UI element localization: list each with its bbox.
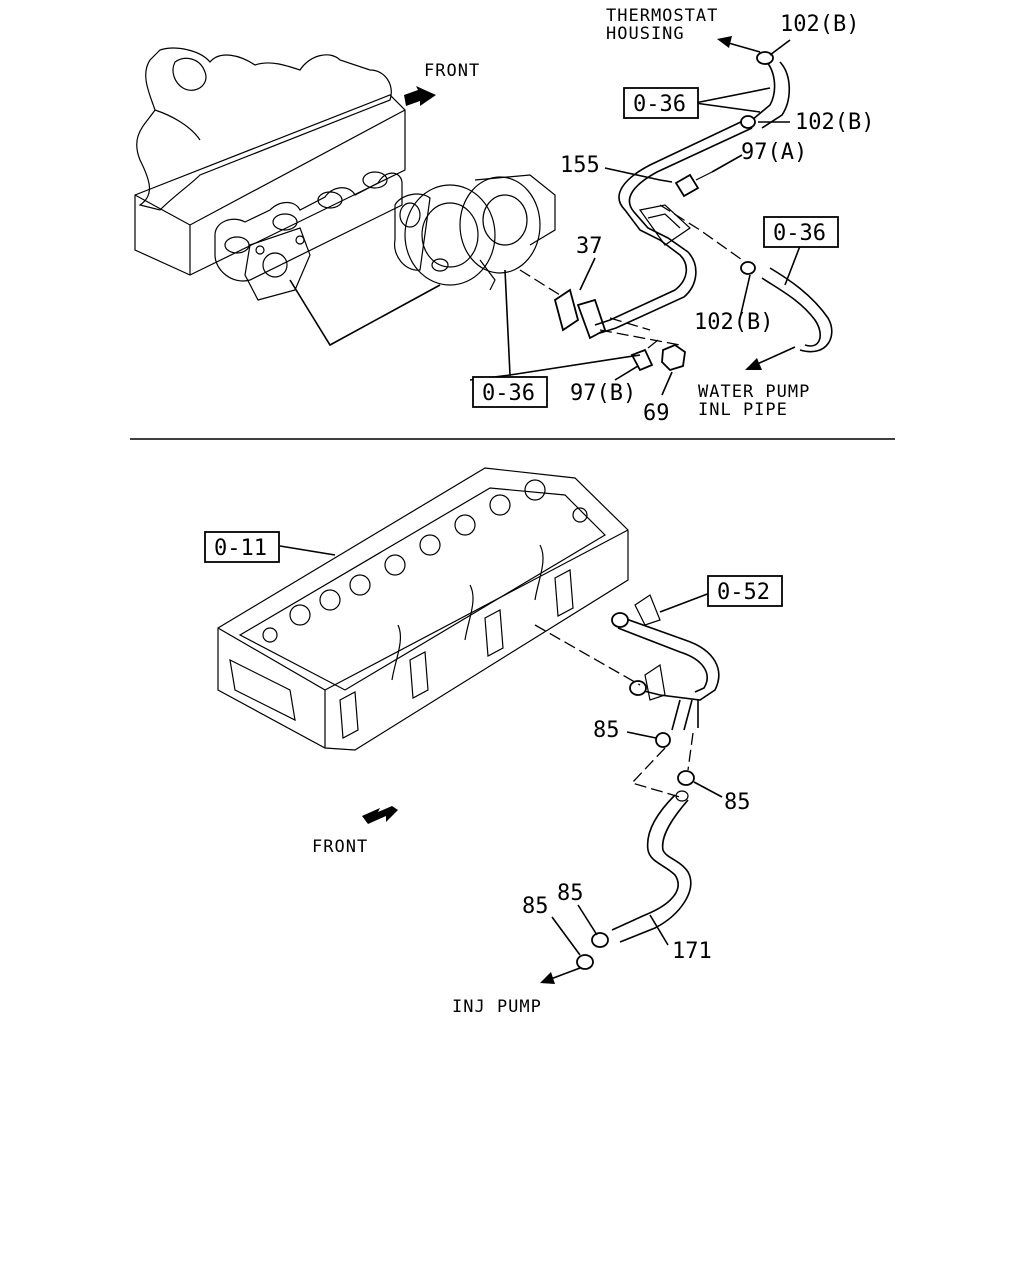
part-label-85-1: 85: [593, 718, 620, 743]
nut-69: [661, 343, 686, 372]
ref-box-052[interactable]: [707, 575, 783, 607]
clamp-85-c: [591, 932, 609, 948]
arrow-icon-bottom: [362, 806, 398, 824]
hose-lower: [761, 267, 833, 353]
ref-box-036-b[interactable]: [763, 216, 839, 248]
engine-block-top: [134, 47, 406, 301]
clamp-85-d: [576, 954, 594, 970]
clamp-102b-lower: [740, 261, 756, 275]
part-label-85-3: 85: [557, 881, 584, 906]
water-pump-line2: INL PIPE: [698, 400, 788, 420]
part-label-97a: 97(A): [741, 140, 807, 165]
cylinder-head: [217, 467, 629, 751]
part-label-37: 37: [576, 234, 603, 259]
part-label-102b-2: 102(B): [795, 110, 874, 135]
thermostat-housing-line1: THERMOSTAT: [606, 6, 718, 26]
bolt-97a: [674, 171, 713, 198]
part-label-155: 155: [560, 153, 600, 178]
ref-label-052[interactable]: 0-52: [717, 580, 770, 605]
arrow-down-left-icon-bottom: [540, 967, 581, 984]
oil-feed-pipe-155: [594, 119, 753, 334]
clamp-102b-top: [756, 51, 774, 65]
ref-label-036-c[interactable]: 0-36: [482, 381, 535, 406]
part-label-97b: 97(B): [570, 381, 636, 406]
front-label-bottom: FRONT: [312, 837, 368, 857]
arrow-down-left-icon: [745, 346, 796, 370]
hose-171: [611, 790, 692, 943]
ref-label-036-a[interactable]: 0-36: [633, 92, 686, 117]
inj-pump-label: INJ PUMP: [452, 997, 542, 1017]
hose-upper: [751, 59, 791, 129]
leaders-top: [289, 39, 801, 396]
turbocharger: [393, 174, 556, 291]
part-label-69: 69: [643, 401, 670, 426]
arrow-icon: [404, 86, 436, 106]
water-pump-line1: WATER PUMP: [698, 382, 810, 402]
part-label-85-2: 85: [724, 790, 751, 815]
thermostat-housing-line2: HOUSING: [606, 24, 685, 44]
part-label-85-4: 85: [522, 894, 549, 919]
ref-box-036-c[interactable]: [472, 376, 548, 408]
part-label-102b-3: 102(B): [694, 310, 773, 335]
arrow-left-icon: [717, 36, 761, 53]
ref-label-011[interactable]: 0-11: [214, 536, 267, 561]
front-label-top: FRONT: [424, 61, 480, 81]
coolant-pipe: [611, 594, 720, 731]
clamp-85-a: [655, 732, 671, 748]
ref-box-036-a[interactable]: [623, 87, 699, 119]
gasket-37: [553, 288, 607, 340]
clamp-102b-mid: [740, 115, 756, 129]
part-label-102b-1: 102(B): [780, 12, 859, 37]
ref-box-011[interactable]: [204, 531, 280, 563]
leaders-bottom: [279, 545, 723, 956]
ref-label-036-b[interactable]: 0-36: [773, 221, 826, 246]
part-label-171: 171: [672, 939, 712, 964]
clamp-85-b: [677, 770, 695, 786]
